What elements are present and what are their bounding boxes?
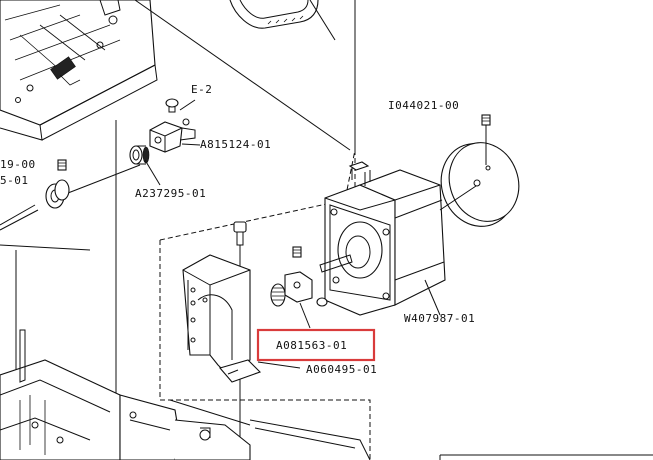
label-a060495: A060495-01 (306, 363, 377, 376)
highlight-box (256, 328, 376, 362)
label-e2: E-2 (191, 83, 212, 96)
stepper-motor-w407987 (319, 161, 446, 316)
label-a237295: A237295-01 (135, 187, 206, 200)
bracket-a060495 (182, 254, 262, 383)
footer-text-fragment: ‥‥‥‥ ‥‥‥‥ (470, 455, 528, 460)
disc-i044021 (440, 114, 520, 227)
base-plate-assembly (0, 0, 158, 141)
label-left-bottom: 5-01 (0, 174, 29, 187)
pulley-a237295 (129, 145, 150, 165)
left-gear-shaft (0, 159, 70, 231)
label-i044021: I044021-00 (388, 99, 459, 112)
label-a081563: A081563-01 (276, 339, 347, 352)
screw-e2 (165, 98, 179, 113)
bracket-a815124 (149, 118, 196, 153)
bottom-chassis (0, 329, 371, 460)
coupling-a081563 (270, 246, 328, 307)
label-a815124: A815124-01 (200, 138, 271, 151)
label-w407987: W407987-01 (404, 312, 475, 325)
label-left-top: 19-00 (0, 158, 36, 171)
timing-belt (229, 0, 319, 29)
